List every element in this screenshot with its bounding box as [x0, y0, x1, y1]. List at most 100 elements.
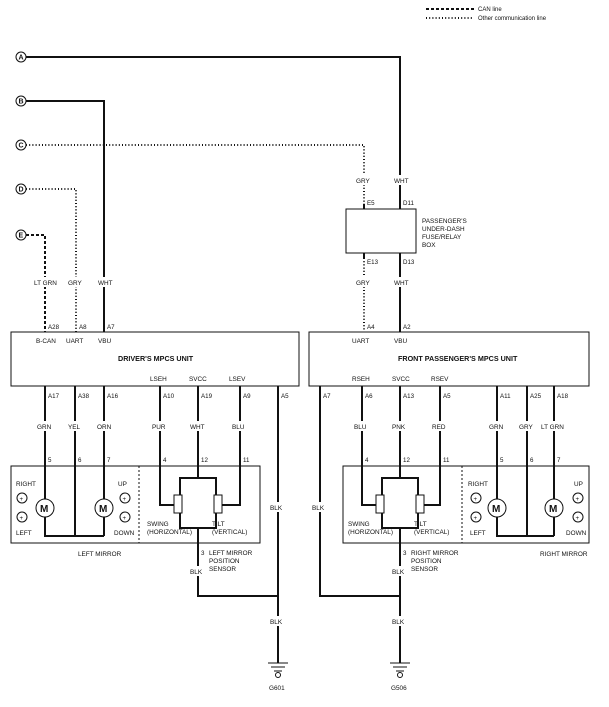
wire-driver-grn-a17 — [44, 386, 104, 537]
ground-g506: G506 — [390, 662, 410, 692]
wire-driver-blu-a9 — [222, 386, 241, 506]
fuse-box-title-3: FUSE/RELAY — [422, 234, 462, 241]
right-mirror-pin-4: 4 — [365, 457, 369, 464]
right-mirror: 4 12 11 5 6 7 SWING (HORIZONTAL) TILT (V… — [342, 457, 590, 573]
plus-icon — [119, 492, 131, 504]
signal-uart-driver: UART — [66, 338, 83, 345]
right-sensor-loop — [381, 477, 419, 529]
plus-sign: + — [20, 515, 24, 522]
pin-a7: A7 — [107, 324, 115, 331]
signal-svcc-passenger: SVCC — [392, 376, 410, 383]
left-mirror-down-label: DOWN — [114, 530, 135, 537]
pin-a28: A28 — [48, 324, 60, 331]
wire-label-gry-top: GRY — [356, 178, 370, 185]
connector-d: D — [15, 183, 27, 195]
wire-label-gry-bottom: GRY — [356, 280, 370, 287]
wire-label-gry-passenger: GRY — [519, 424, 533, 431]
right-tilt-label-2: (VERTICAL) — [414, 529, 449, 536]
passenger-mpcs-frame — [308, 331, 590, 387]
connector-c: C — [15, 139, 27, 151]
right-sensor-pin-3: 3 — [403, 550, 407, 557]
right-mirror-title: RIGHT MIRROR — [540, 551, 588, 558]
passenger-mpcs-title: FRONT PASSENGER'S MPCS UNIT — [398, 354, 518, 363]
motor-label-m: M — [549, 504, 557, 515]
right-mirror-pin-5: 5 — [500, 457, 504, 464]
left-mirror-motor-horizontal — [35, 498, 55, 518]
drivers-mpcs-title: DRIVER'S MPCS UNIT — [118, 354, 194, 363]
fuse-box-title-4: BOX — [422, 242, 436, 249]
plus-icon — [16, 492, 28, 504]
signal-lsev: LSEV — [229, 376, 246, 383]
signal-svcc-driver: SVCC — [189, 376, 207, 383]
plus-sign: + — [474, 515, 478, 522]
wire-e-bcan — [26, 234, 46, 332]
wire-label-blk-driver-2: BLK — [270, 619, 283, 626]
signal-uart-passenger: UART — [352, 338, 369, 345]
pin-a16: A16 — [107, 393, 119, 400]
plus-sign: + — [20, 496, 24, 503]
right-sensor-tilt-resistor — [415, 494, 425, 514]
wire-label-blk-driver-1: BLK — [270, 505, 283, 512]
wire-label-wht-driver: WHT — [98, 280, 113, 287]
wire-driver-sensor-gnd — [197, 528, 278, 597]
pin-a5-driver: A5 — [281, 393, 289, 400]
wire-pass-blu-a6 — [361, 386, 382, 506]
left-sensor-title-1: LEFT MIRROR — [209, 550, 253, 557]
pin-a10: A10 — [163, 393, 175, 400]
right-mirror-up-label: UP — [574, 481, 583, 488]
connector-e: E — [15, 229, 27, 241]
wire-label-gry-driver: GRY — [68, 280, 82, 287]
left-sensor-loop — [179, 477, 217, 529]
pin-a17: A17 — [48, 393, 60, 400]
signal-bcan: B-CAN — [36, 338, 56, 345]
ground-g601-label: G601 — [269, 685, 285, 692]
plus-sign: + — [123, 515, 127, 522]
pin-a19: A19 — [201, 393, 213, 400]
signal-vbu-driver: VBU — [98, 338, 112, 345]
right-mirror-left-label: LEFT — [470, 530, 486, 537]
plus-icon — [572, 511, 584, 523]
drivers-mpcs-frame — [10, 331, 300, 387]
pin-a8: A8 — [79, 324, 87, 331]
pin-a18: A18 — [557, 393, 569, 400]
connector-b: B — [15, 95, 27, 107]
wire-pass-red-a5 — [424, 386, 441, 506]
wire-label-wht-top: WHT — [394, 178, 409, 185]
left-mirror-pin-12: 12 — [201, 457, 208, 464]
right-mirror-motor-vertical — [544, 498, 564, 518]
wire-label-red-passenger: RED — [432, 424, 446, 431]
fuse-box-title-1: PASSENGER'S — [422, 218, 467, 225]
plus-sign: + — [474, 496, 478, 503]
wire-label-yel-driver: YEL — [68, 424, 81, 431]
fuse-pin-d11: D11 — [403, 200, 414, 207]
wire-label-blk-passenger-2: BLK — [392, 619, 405, 626]
wire-label-wht-sensor-driver: WHT — [190, 424, 205, 431]
left-mirror-motor-vertical — [94, 498, 114, 518]
plus-icon — [572, 492, 584, 504]
pin-a25: A25 — [530, 393, 542, 400]
fuse-box-frame — [345, 208, 417, 254]
wire-d-uart — [26, 188, 77, 332]
left-tilt-label-2: (VERTICAL) — [212, 529, 247, 536]
pin-a6: A6 — [365, 393, 373, 400]
signal-rseh: RSEH — [352, 376, 370, 383]
wire-label-lt-grn: LT GRN — [34, 280, 57, 287]
left-sensor-tilt-resistor — [213, 494, 223, 514]
left-mirror-title: LEFT MIRROR — [78, 551, 122, 558]
left-mirror-frame — [10, 465, 261, 544]
right-sensor-title-1: RIGHT MIRROR — [411, 550, 459, 557]
wire-label-grn-driver: GRN — [37, 424, 52, 431]
plus-sign: + — [576, 515, 580, 522]
plus-icon — [16, 511, 28, 523]
right-mirror-down-label: DOWN — [566, 530, 587, 537]
connector-b-label: B — [19, 99, 24, 106]
front-passengers-mpcs-unit: A4 A2 UART VBU FRONT PASSENGER'S MPCS UN… — [308, 324, 590, 387]
left-sensor-swing-resistor — [173, 494, 183, 514]
left-sensor-title-3: SENSOR — [209, 566, 236, 573]
wire-pass-blk-a7 — [319, 386, 400, 597]
fuse-pin-e13: E13 — [367, 259, 379, 266]
left-mirror-pin-6: 6 — [78, 457, 82, 464]
fuse-pin-d13: D13 — [403, 259, 415, 266]
pin-a2: A2 — [403, 324, 411, 331]
